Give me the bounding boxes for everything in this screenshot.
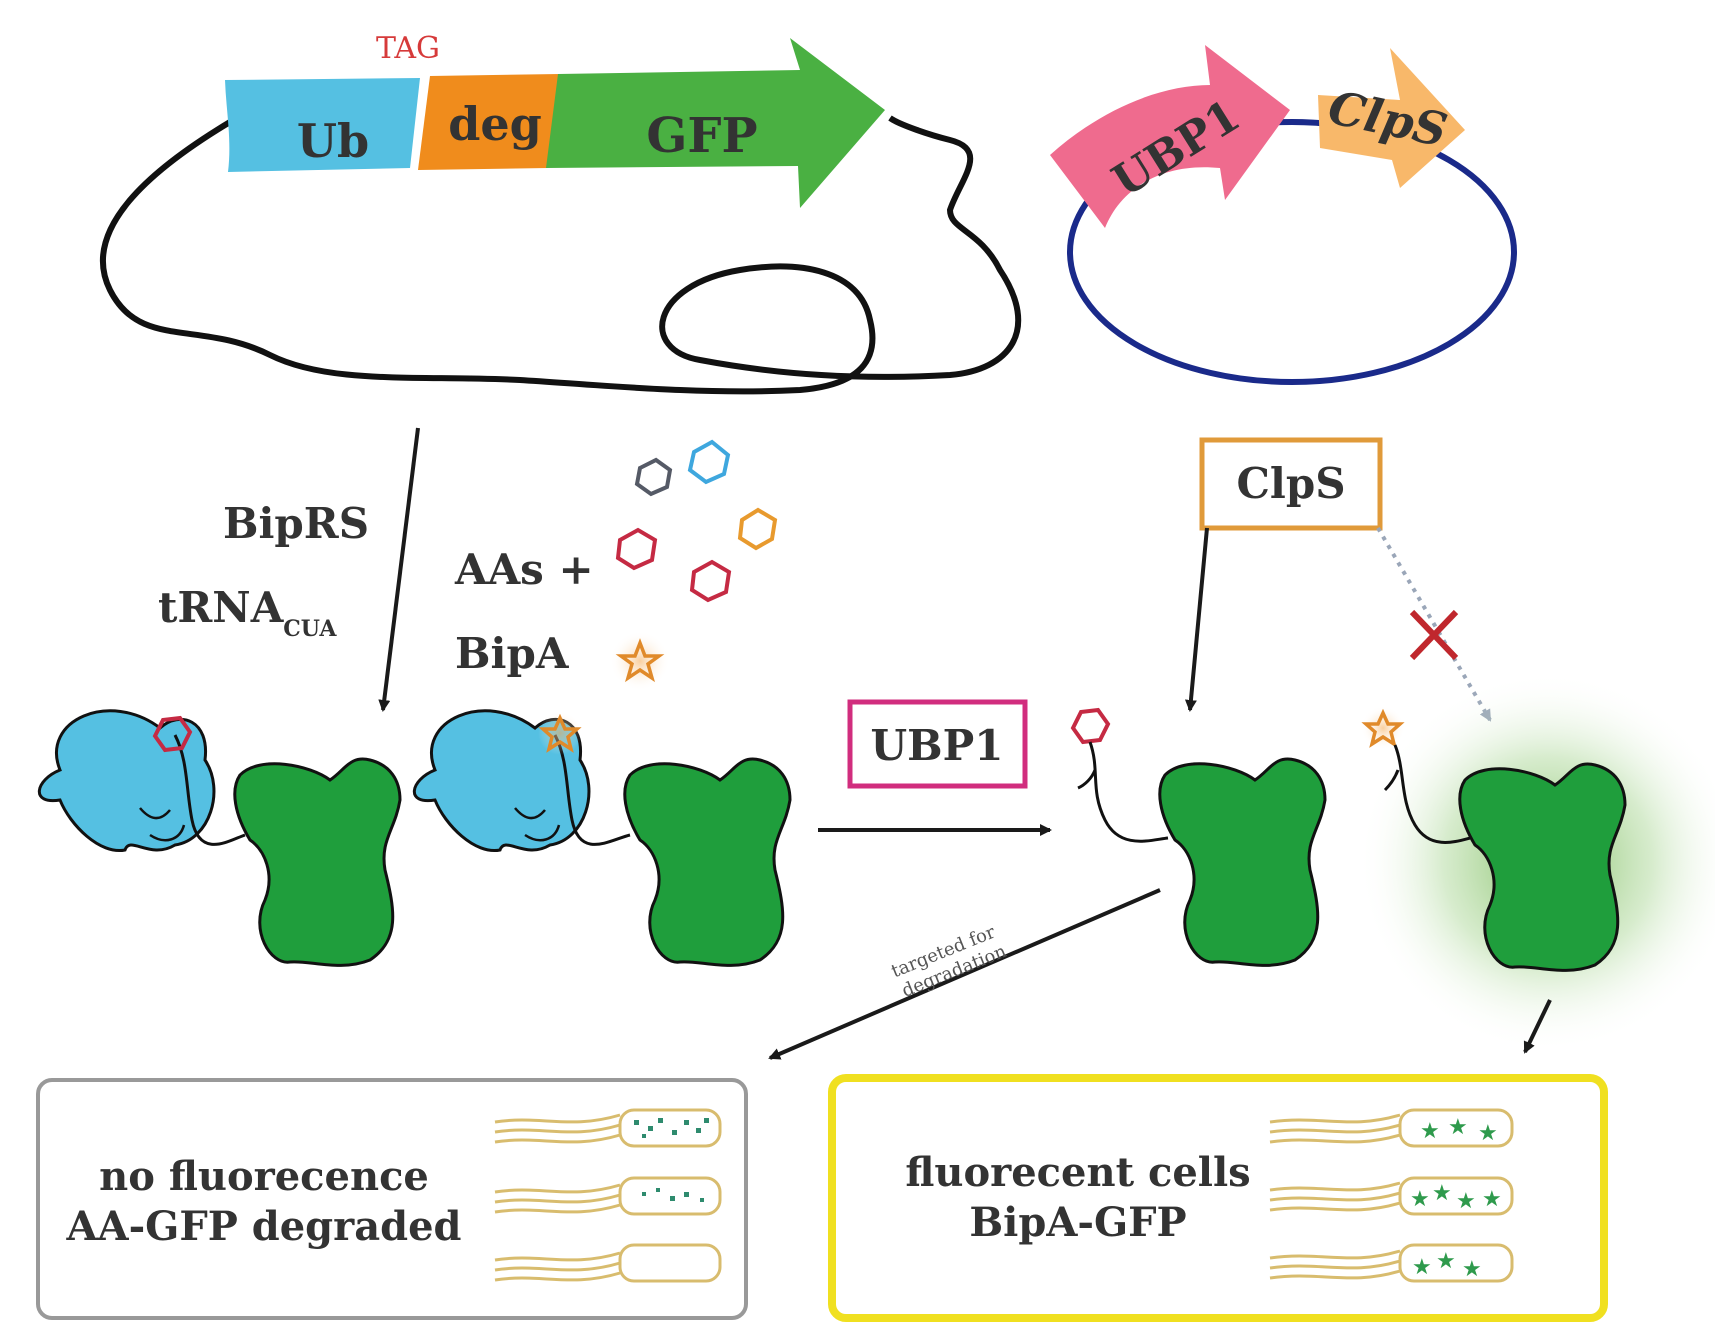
clps-no-binding-arrow xyxy=(1376,526,1492,722)
hexagon-aa-residue xyxy=(152,715,193,753)
svg-text:★: ★ xyxy=(1436,1249,1456,1274)
hexagon-aa xyxy=(634,457,673,497)
ubiquitin-blob xyxy=(37,709,216,852)
degradation-annotation: targeted for degradation xyxy=(888,919,1011,1002)
hexagon-aa xyxy=(615,527,658,571)
svg-text:★: ★ xyxy=(1432,1181,1452,1206)
clps-binding-arrow xyxy=(1184,527,1209,712)
bipa-gfp-label: BipA-GFP xyxy=(969,1199,1186,1246)
ubp1-enzyme-box xyxy=(847,699,1028,789)
bipa-star-residue-icon xyxy=(538,713,582,753)
ub-segment xyxy=(225,78,420,172)
gfp-protein-blob xyxy=(623,757,792,967)
translation-arrow xyxy=(378,427,420,712)
ubp1-gene-arrow xyxy=(1050,45,1290,228)
negative-cell-2 xyxy=(494,1176,722,1216)
hexagon-aa xyxy=(737,507,778,551)
amino-acid-hexagons xyxy=(615,439,778,603)
deg-label: deg xyxy=(448,97,542,151)
svg-text:★: ★ xyxy=(1462,1257,1482,1282)
clps-enzyme-label: ClpS xyxy=(1236,459,1345,508)
negative-cell-1 xyxy=(494,1108,722,1148)
trna-label: tRNACUA xyxy=(158,583,337,642)
ub-label: Ub xyxy=(297,114,369,168)
no-binding-cross-icon xyxy=(1409,609,1459,661)
biprs-label: BipRS xyxy=(223,499,369,548)
hexagon-aa xyxy=(687,439,731,485)
positive-cell-3: ★★★ xyxy=(1269,1243,1514,1283)
cleaved-gfp-aa xyxy=(1070,707,1327,967)
degradation-arrow xyxy=(768,888,1161,1060)
hexagon-aa-residue xyxy=(1070,707,1111,745)
bipa-star-residue-icon xyxy=(1361,708,1405,748)
gfp-segment-arrow xyxy=(546,38,885,208)
tag-stop-codon-marker xyxy=(413,71,431,173)
gfp-protein-blob xyxy=(233,757,402,967)
gfp-protein-blob xyxy=(1458,762,1627,972)
svg-text:★: ★ xyxy=(1448,1115,1468,1140)
no-fluorescence-label: no fluorecence xyxy=(99,1153,429,1200)
fluorescent-outcome-arrow xyxy=(1523,999,1552,1054)
positive-cell-2: ★★★★ xyxy=(1269,1176,1514,1216)
svg-text:★: ★ xyxy=(1420,1119,1440,1144)
cleaved-gfp-bipa xyxy=(1361,706,1627,972)
gfp-label: GFP xyxy=(646,108,757,164)
svg-text:★: ★ xyxy=(1412,1255,1432,1280)
svg-text:★: ★ xyxy=(1456,1189,1476,1214)
svg-text:★: ★ xyxy=(1410,1187,1430,1212)
clps-gene-arrow xyxy=(1318,48,1465,188)
expression-plasmid-ring xyxy=(1067,119,1517,385)
svg-text:★: ★ xyxy=(1482,1187,1502,1212)
tag-label: TAG xyxy=(376,31,440,66)
bipa-label: BipA xyxy=(455,629,570,678)
fluorescent-cells-label: fluorecent cells xyxy=(905,1149,1250,1196)
ub-gfp-fusion-bipa xyxy=(412,709,792,967)
hexagon-aa xyxy=(689,559,732,603)
ubp1-enzyme-label: UBP1 xyxy=(871,721,1004,770)
aa-gfp-degraded-label: AA-GFP degraded xyxy=(66,1203,462,1250)
negative-cell-3 xyxy=(494,1243,722,1283)
aas-label: AAs + xyxy=(454,545,594,594)
gfp-protein-blob xyxy=(1158,757,1327,967)
svg-text:★: ★ xyxy=(1478,1121,1498,1146)
bipa-star-icon xyxy=(615,638,665,683)
ub-gfp-fusion-aa xyxy=(37,709,402,967)
gene-construct-arrow xyxy=(225,38,885,208)
deg-segment xyxy=(418,74,560,170)
genomic-dna-strand xyxy=(100,115,1022,395)
trna-subscript: CUA xyxy=(283,616,337,642)
clps-enzyme-box xyxy=(1199,437,1383,531)
positive-cell-1: ★ ★ ★ xyxy=(1269,1108,1514,1148)
